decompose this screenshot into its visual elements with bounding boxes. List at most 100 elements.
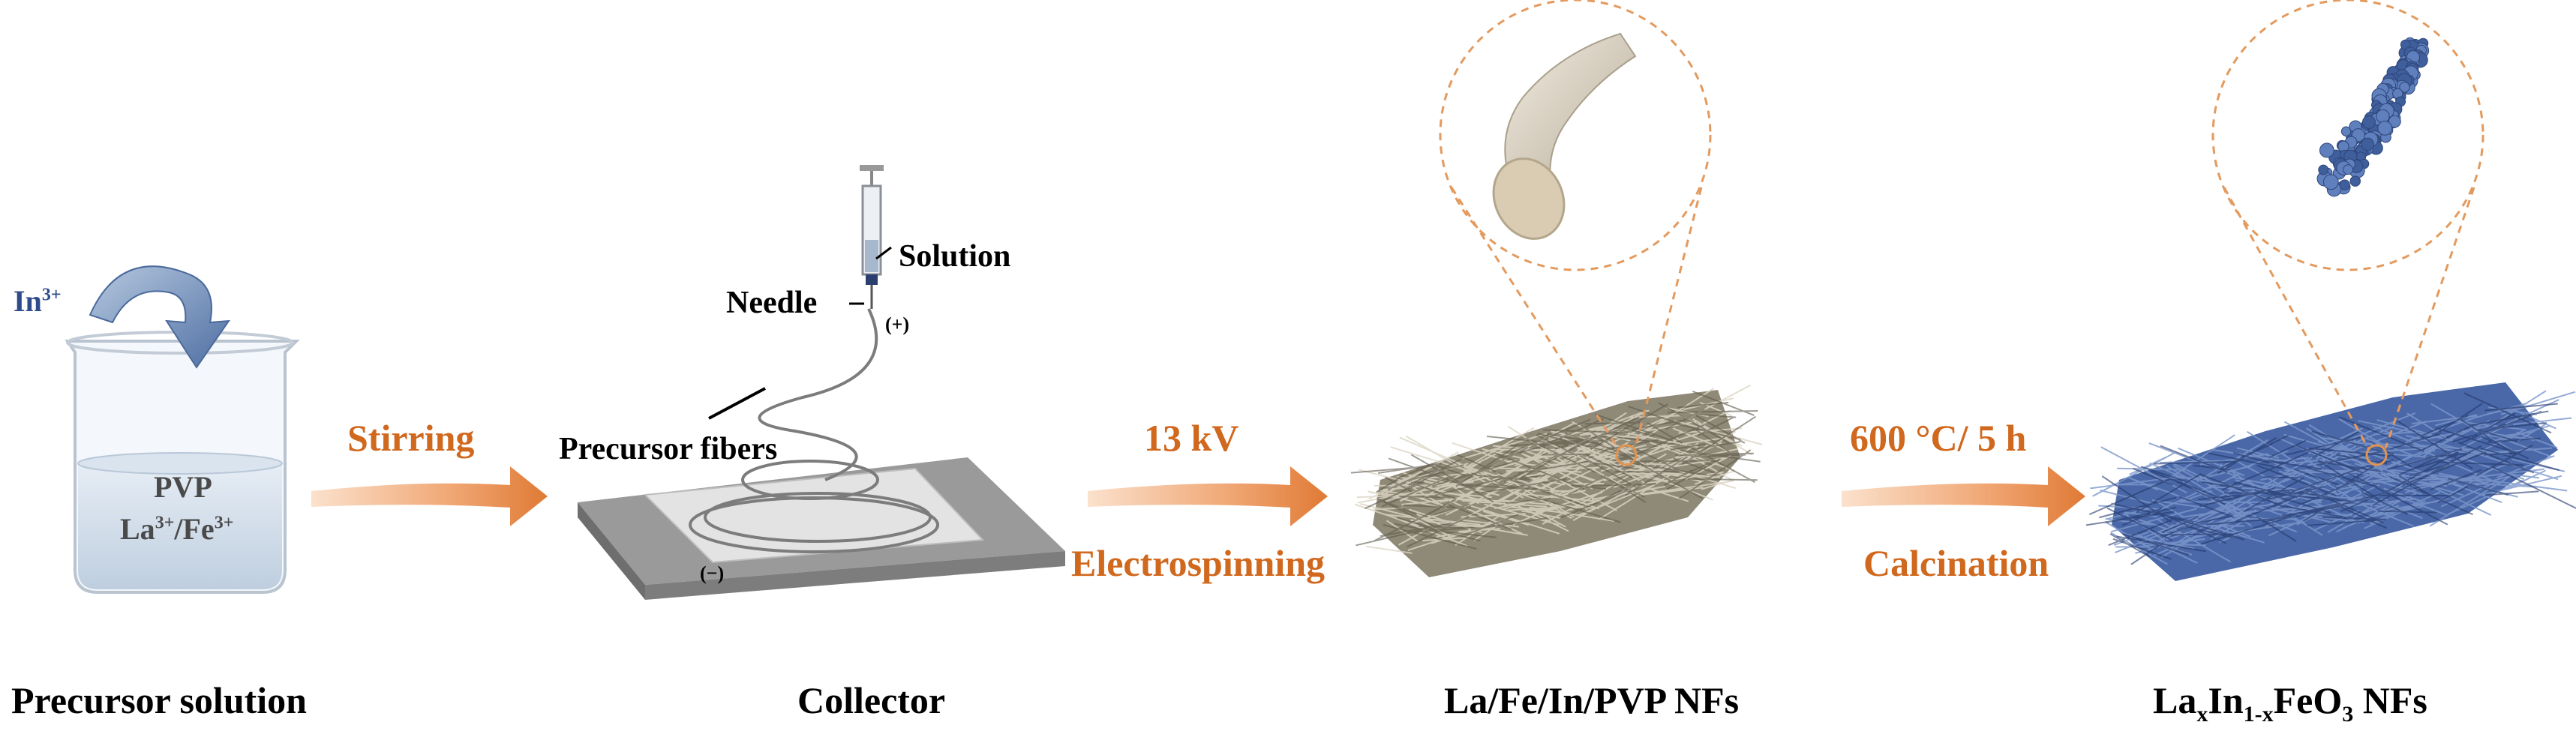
fiber-strand bbox=[1648, 442, 1722, 478]
fiber-strand bbox=[1550, 465, 1602, 491]
fiber-strand bbox=[2440, 481, 2497, 508]
fiber-strand bbox=[1432, 463, 1466, 477]
fiber-strand bbox=[2130, 541, 2165, 565]
metal-ions-label: La3+/Fe3+ bbox=[120, 512, 234, 546]
fiber-strand bbox=[2430, 469, 2482, 491]
fiber-strand bbox=[2105, 507, 2153, 520]
fiber-strand bbox=[1374, 508, 1440, 542]
oxide-particle bbox=[2319, 142, 2334, 158]
fiber-strand bbox=[1528, 494, 1621, 523]
fiber-strand bbox=[2088, 478, 2172, 516]
fiber-strand bbox=[2480, 447, 2559, 472]
precursor-fiber-mat bbox=[1350, 384, 1763, 577]
zoom-marker-left bbox=[1615, 444, 1638, 466]
fiber-strand bbox=[1365, 545, 1413, 554]
fiber-strand bbox=[1386, 520, 1419, 543]
fiber-strand bbox=[2085, 511, 2175, 526]
fiber-strand bbox=[1497, 447, 1548, 483]
fiber-strand bbox=[1679, 449, 1752, 499]
fiber-strand bbox=[2337, 412, 2416, 445]
electrospinning-label: Electrospinning bbox=[1071, 542, 1326, 584]
fiber-strand bbox=[1512, 477, 1599, 510]
fiber-strand bbox=[2309, 448, 2390, 457]
fiber-strand bbox=[2405, 434, 2489, 457]
fiber-strand bbox=[2267, 486, 2325, 500]
fiber-strand bbox=[2166, 465, 2241, 511]
caption-collector: Collector bbox=[797, 679, 946, 721]
fiber-strand bbox=[1632, 463, 1707, 476]
fiber-strand bbox=[2218, 523, 2251, 538]
fiber-strand bbox=[2399, 456, 2439, 476]
fiber-strand bbox=[1422, 525, 1481, 542]
fiber-strand bbox=[2402, 451, 2487, 486]
fiber-strand bbox=[2316, 425, 2394, 460]
fiber-strand bbox=[1619, 451, 1703, 499]
fiber-strand bbox=[1666, 457, 1721, 490]
fiber-strand bbox=[2161, 515, 2199, 534]
fiber-strand bbox=[1514, 474, 1545, 481]
fiber-strand bbox=[2106, 506, 2177, 523]
arrow-calcination bbox=[1842, 466, 2085, 526]
fiber-strand bbox=[2493, 410, 2542, 430]
fiber-strand bbox=[1560, 490, 1628, 519]
fiber-strand bbox=[2301, 478, 2359, 505]
voltage-label: 13 kV bbox=[1144, 417, 1239, 459]
fiber-strand bbox=[2460, 418, 2516, 456]
fiber-strand bbox=[1677, 401, 1729, 409]
fiber-strand bbox=[1434, 503, 1470, 516]
fiber-strand bbox=[2196, 515, 2229, 524]
fiber-strand bbox=[2372, 465, 2445, 506]
fiber-strand bbox=[2172, 517, 2245, 541]
porous-oxide-fiber bbox=[2316, 37, 2430, 197]
fiber-strand bbox=[2199, 473, 2244, 493]
fiber-strand bbox=[2210, 519, 2247, 540]
fiber-strand bbox=[2185, 525, 2233, 539]
fiber-strand bbox=[2286, 436, 2363, 456]
fiber-strand bbox=[2448, 478, 2508, 496]
fiber-strand bbox=[1586, 454, 1633, 478]
fiber-strand bbox=[2496, 422, 2547, 429]
fiber-strand bbox=[1385, 476, 1413, 493]
fiber-coil bbox=[689, 308, 939, 553]
oxide-particle bbox=[2318, 164, 2329, 175]
single-polymer-fiber bbox=[1492, 32, 1637, 240]
fiber-strand bbox=[1685, 454, 1732, 481]
fiber-strand bbox=[1672, 427, 1728, 451]
fiber-strand bbox=[1497, 440, 1561, 460]
oxide-particle bbox=[2322, 174, 2339, 190]
fiber-strand bbox=[2432, 403, 2483, 437]
fiber-strand bbox=[1399, 436, 1490, 478]
fiber-strand bbox=[1461, 513, 1526, 518]
fiber-strand bbox=[2181, 503, 2274, 518]
fiber-strand bbox=[2217, 436, 2277, 475]
fiber-strand bbox=[1614, 424, 1705, 464]
fiber-strand bbox=[1686, 445, 1755, 484]
fiber-strand bbox=[2233, 451, 2269, 464]
fiber-strand bbox=[2256, 516, 2297, 542]
beaker bbox=[65, 331, 300, 594]
fiber-strand bbox=[1693, 457, 1734, 482]
fiber-strand bbox=[1515, 445, 1571, 467]
fiber-strand bbox=[2505, 469, 2546, 490]
fiber-strand bbox=[1390, 446, 1476, 474]
fiber-strand bbox=[2245, 501, 2306, 525]
fiber-strand bbox=[1695, 429, 1730, 453]
fiber-strand bbox=[2251, 452, 2323, 484]
fiber-strand bbox=[2208, 473, 2240, 490]
collector-plate bbox=[578, 457, 1065, 600]
fiber-strand bbox=[1517, 493, 1599, 502]
fiber-strand bbox=[2291, 465, 2368, 493]
fiber-strand bbox=[1419, 464, 1464, 475]
fiber-strand bbox=[2122, 533, 2190, 556]
fiber-strand bbox=[2311, 430, 2359, 459]
precursor-fibers-pointer bbox=[708, 387, 766, 420]
stirring-label: Stirring bbox=[347, 417, 475, 459]
fiber-strand bbox=[2338, 418, 2382, 445]
fiber-strand bbox=[2268, 439, 2307, 459]
fiber-strand bbox=[2419, 415, 2469, 438]
fiber-strand bbox=[2478, 412, 2516, 434]
fiber-strand bbox=[2140, 466, 2186, 482]
fiber-strand bbox=[2139, 538, 2205, 547]
fiber-strand bbox=[1494, 484, 1537, 490]
fiber-strand bbox=[1516, 504, 1569, 532]
